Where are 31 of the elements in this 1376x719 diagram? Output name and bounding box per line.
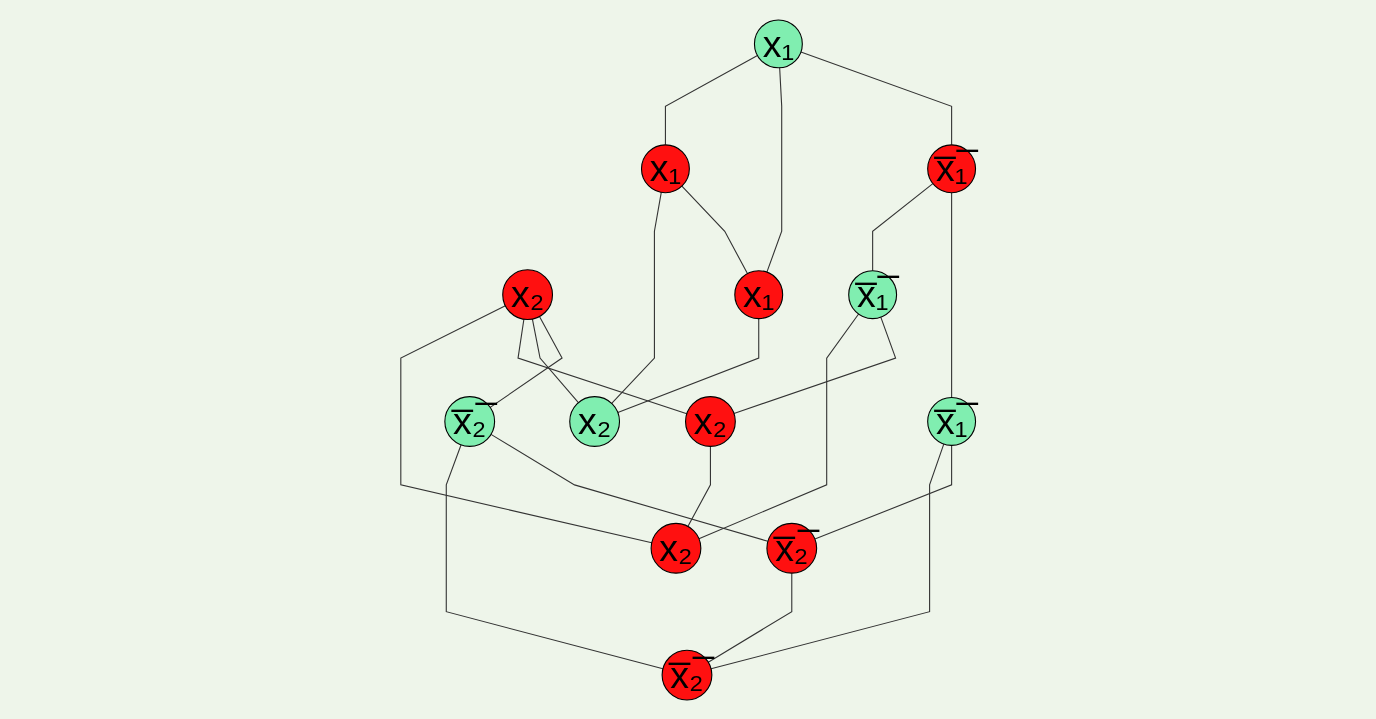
connector: [400, 305, 653, 544]
connector: [681, 185, 748, 275]
node-circle: x̅₁̅: [926, 397, 976, 446]
connector: [800, 51, 952, 146]
node-circle: x₂: [650, 522, 702, 574]
node-circle: x̅₂̅: [661, 649, 713, 701]
node-circle: x₁: [753, 19, 803, 69]
connector: [489, 316, 563, 408]
connector: [445, 444, 664, 670]
node-circle: x̅₁̅: [926, 144, 976, 194]
node-circle: x₁: [640, 144, 690, 194]
node-circle: x₂: [684, 396, 736, 447]
connector: [698, 313, 859, 540]
connector: [871, 183, 934, 272]
connector: [733, 316, 897, 414]
connector: [766, 67, 783, 273]
connector: [814, 444, 952, 540]
node-circle: x₂: [502, 269, 553, 321]
connector: [610, 191, 662, 404]
connector: [950, 192, 952, 399]
connector: [664, 54, 758, 146]
connector: [617, 318, 760, 414]
connector: [531, 318, 579, 404]
node-circle: x₁: [734, 270, 784, 320]
connector: [707, 572, 793, 663]
node-circle: x̅₂̅: [444, 396, 495, 447]
connector: [687, 445, 711, 527]
node-circle: x₂: [569, 396, 620, 447]
connector: [517, 318, 688, 415]
connector: [710, 443, 945, 670]
node-circle: x̅₁̅: [847, 270, 897, 320]
